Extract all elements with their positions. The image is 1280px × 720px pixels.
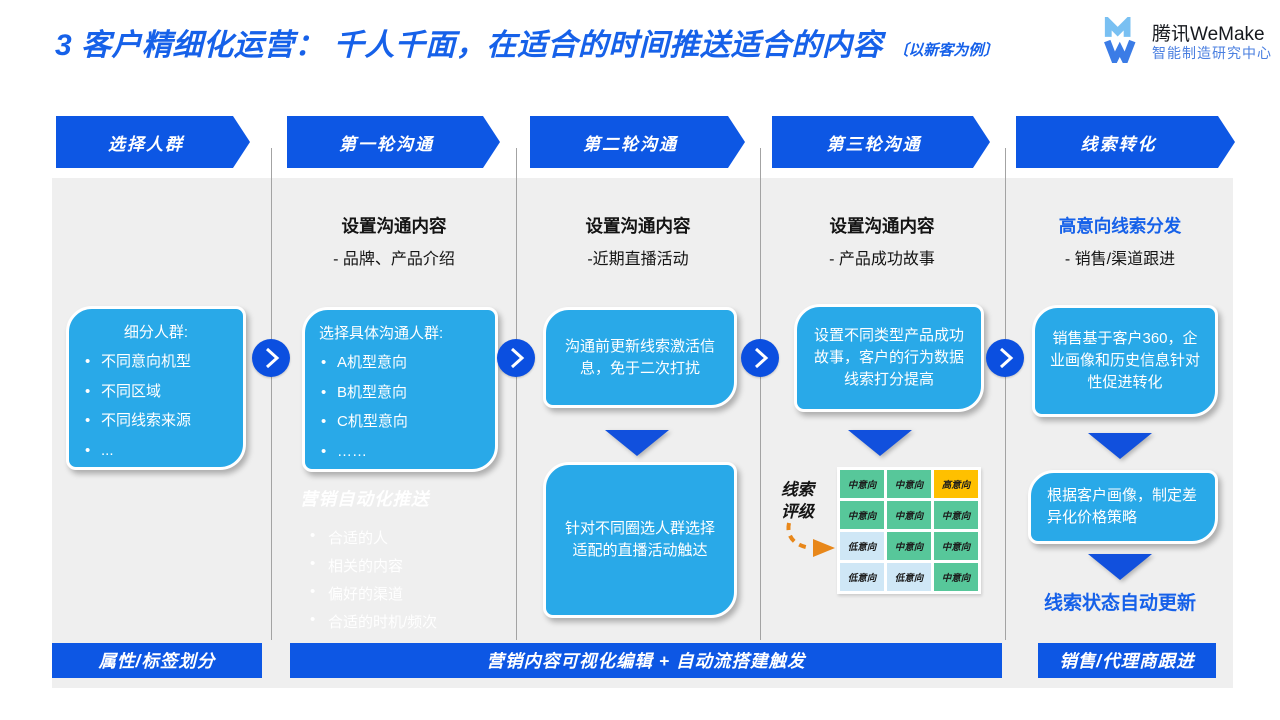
lead-refresh-box: 沟通前更新线索激活信息，免于二次打扰 bbox=[543, 307, 737, 408]
comm-audience-bullet: B机型意向 bbox=[319, 383, 485, 403]
comm-audience-bullet: C机型意向 bbox=[319, 412, 485, 432]
col4-heading: 设置沟通内容 bbox=[829, 216, 935, 236]
chevron-right-icon bbox=[252, 339, 290, 377]
audience-bullet: 不同线索来源 bbox=[83, 411, 233, 431]
audience-box-title: 细分人群: bbox=[123, 324, 189, 341]
lead-rating-grid: 中意向 中意向 高意向 中意向 中意向 中意向 低意向 中意向 中意向 低意向 … bbox=[837, 467, 981, 594]
audience-bullet: 不同区域 bbox=[83, 382, 233, 402]
lead-status-update-text: 线索状态自动更新 bbox=[1043, 593, 1196, 614]
rating-cell: 中意向 bbox=[934, 563, 978, 591]
chevron-right-icon bbox=[986, 339, 1024, 377]
logo-dept-name: 智能制造研究中心 bbox=[1152, 45, 1272, 62]
audience-bullet: ... bbox=[83, 441, 233, 461]
column-divider bbox=[1005, 148, 1006, 640]
dashed-curve-arrow-icon bbox=[783, 521, 841, 564]
live-event-box: 针对不同圈选人群选择适配的直播活动触达 bbox=[543, 462, 737, 618]
rating-cell: 低意向 bbox=[840, 563, 884, 591]
pricing-strategy-box: 根据客户画像，制定差异化价格策略 bbox=[1028, 470, 1218, 544]
stage-label: 第一轮沟通 bbox=[339, 134, 434, 154]
rating-cell: 低意向 bbox=[840, 532, 884, 560]
stage-label: 线索转化 bbox=[1080, 134, 1157, 154]
tencent-wemake-logo: 腾讯WeMake 智能制造研究中心 bbox=[1102, 14, 1272, 69]
column-divider bbox=[271, 148, 272, 640]
wemake-mw-icon bbox=[1102, 14, 1148, 69]
watermark-bullet: 相关的内容 bbox=[308, 555, 510, 576]
audience-bullet: 不同意向机型 bbox=[83, 352, 233, 372]
logo-brand-name: 腾讯WeMake bbox=[1152, 23, 1265, 45]
rating-cell: 低意向 bbox=[887, 563, 931, 591]
chevron-right-icon bbox=[741, 339, 779, 377]
col5-heading: 高意向线索分发 bbox=[1058, 216, 1182, 236]
watermark-bullet: 偏好的渠道 bbox=[308, 583, 510, 604]
footer-bar-attribute-tag: 属性/标签划分 bbox=[52, 643, 262, 678]
page-title-note: 〔以新客为例〕 bbox=[893, 42, 999, 59]
stage-arrow-convert: 线索转化 bbox=[1016, 116, 1235, 168]
page-title-text: 3 客户精细化运营： 千人千面，在适合的时间推送适合的内容 bbox=[55, 29, 883, 62]
watermark-bullet: 合适的人 bbox=[308, 527, 510, 548]
rating-cell: 高意向 bbox=[934, 470, 978, 498]
stage-label: 第三轮沟通 bbox=[826, 134, 922, 154]
comm-audience-bullet: A机型意向 bbox=[319, 353, 485, 373]
stage-arrow-round2: 第二轮沟通 bbox=[530, 116, 745, 168]
rating-cell: 中意向 bbox=[887, 501, 931, 529]
watermark-title: 营销自动化推送 bbox=[300, 489, 430, 509]
lead-rating-label-line2: 评级 bbox=[781, 503, 814, 522]
rating-cell: 中意向 bbox=[887, 532, 931, 560]
col4-subheading: - 产品成功故事 bbox=[829, 251, 935, 268]
rating-cell: 中意向 bbox=[934, 501, 978, 529]
stage-label: 选择人群 bbox=[108, 134, 184, 154]
watermark-bullet: 合适的时机/频次 bbox=[308, 611, 510, 632]
lead-rating-label: 线索 评级 bbox=[781, 479, 814, 524]
stage-arrow-select-audience: 选择人群 bbox=[56, 116, 250, 168]
customer360-box: 销售基于客户360，企业画像和历史信息针对性促进转化 bbox=[1032, 305, 1218, 417]
col2-heading: 设置沟通内容 bbox=[341, 216, 447, 236]
stage-label: 第二轮沟通 bbox=[583, 134, 678, 154]
col3-heading: 设置沟通内容 bbox=[585, 216, 691, 236]
down-arrow-icon bbox=[1088, 433, 1152, 459]
chevron-right-icon bbox=[497, 339, 535, 377]
audience-segmentation-box: 细分人群: 不同意向机型 不同区域 不同线索来源 ... bbox=[66, 306, 246, 470]
column-divider bbox=[516, 148, 517, 640]
down-arrow-icon bbox=[605, 430, 669, 456]
rating-cell: 中意向 bbox=[887, 470, 931, 498]
comm-audience-box-title: 选择具体沟通人群: bbox=[319, 325, 444, 342]
column-divider bbox=[760, 148, 761, 640]
col5-subheading: - 销售/渠道跟进 bbox=[1064, 251, 1176, 268]
col3-subheading: -近期直播活动 bbox=[587, 251, 689, 268]
marketing-automation-watermark: 营销自动化推送 合适的人 相关的内容 偏好的渠道 合适的时机/频次 bbox=[300, 486, 510, 639]
stage-arrow-round3: 第三轮沟通 bbox=[772, 116, 990, 168]
comm-audience-box: 选择具体沟通人群: A机型意向 B机型意向 C机型意向 …… bbox=[302, 307, 498, 472]
success-story-box: 设置不同类型产品成功故事，客户的行为数据线索打分提高 bbox=[794, 304, 984, 412]
rating-cell: 中意向 bbox=[934, 532, 978, 560]
down-arrow-icon bbox=[1088, 554, 1152, 580]
footer-bar-sales-agent: 销售/代理商跟进 bbox=[1038, 643, 1216, 678]
lead-rating-label-line1: 线索 bbox=[781, 481, 814, 499]
footer-bar-visual-editing: 营销内容可视化编辑 + 自动流搭建触发 bbox=[290, 643, 1002, 678]
stage-arrow-round1: 第一轮沟通 bbox=[287, 116, 500, 168]
down-arrow-icon bbox=[848, 430, 912, 456]
comm-audience-bullet: …… bbox=[319, 442, 485, 462]
page-title: 3 客户精细化运营： 千人千面，在适合的时间推送适合的内容 〔以新客为例〕 bbox=[55, 20, 1095, 64]
rating-cell: 中意向 bbox=[840, 470, 884, 498]
rating-cell: 中意向 bbox=[840, 501, 884, 529]
col2-subheading: - 品牌、产品介绍 bbox=[333, 251, 455, 268]
